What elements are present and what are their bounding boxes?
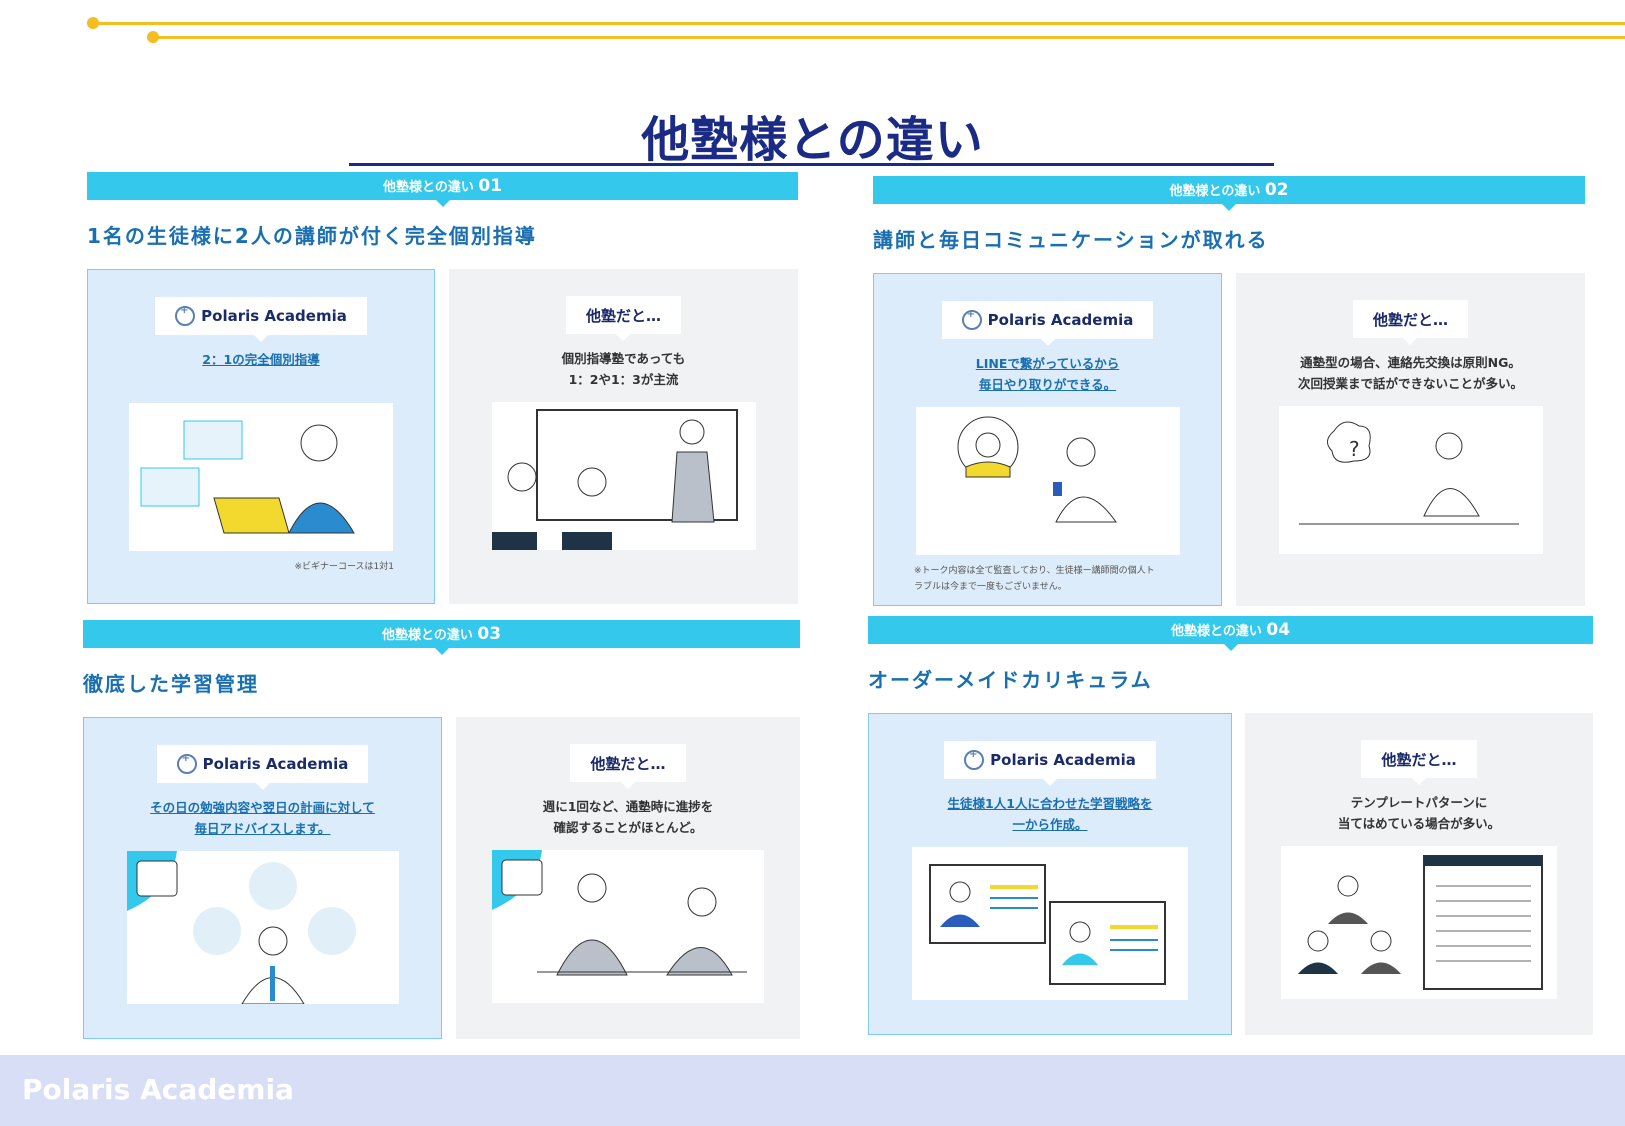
polaris-description-link[interactable]: その日の勉強内容や翌日の計画に対して毎日アドバイスします。 (150, 797, 375, 841)
theirs_desc-line: 1：2や1：3が主流 (568, 372, 679, 387)
polaris-description-link[interactable]: 生徒様1人1人に合わせた学習戦略を一から作成。 (948, 793, 1153, 837)
others-illustration (1281, 846, 1557, 999)
banner-number: 01 (478, 176, 503, 196)
theirs_desc-line: 当てはめている場合が多い。 (1337, 816, 1501, 831)
others-bubble: 他塾だと… (565, 296, 681, 341)
note-line: ※トーク内容は全て監査しており、生徒様ー講師間の個人ト (914, 566, 1155, 576)
section-heading: オーダーメイドカリキュラム (868, 668, 1153, 692)
footer-bar: Polaris Academia (0, 1055, 1625, 1126)
polaris-illustration (129, 403, 393, 551)
banner-number: 03 (477, 624, 502, 644)
footnote: ※トーク内容は全て監査しており、生徒様ー講師間の個人トラブルは今まで一度もござい… (874, 563, 1221, 595)
ours_desc-line: LINEで繋がっているから (975, 356, 1120, 371)
banner-number: 04 (1266, 620, 1291, 640)
section-banner: 他塾様との違い 03 (83, 620, 800, 655)
theirs_desc-line: 確認することがほとんど。 (553, 820, 703, 835)
brand-name: Polaris Academia (201, 307, 347, 325)
brand-bubble: Polaris Academia (944, 741, 1156, 786)
banner-text: 他塾様との違い (382, 180, 474, 195)
polaris-logo-icon (176, 753, 197, 774)
polaris-illustration (126, 851, 399, 1004)
others-bubble: 他塾だと… (570, 744, 686, 789)
polaris-logo-icon (175, 305, 196, 326)
theirs_desc-line: 通塾型の場合、連絡先交換は原則NG。 (1300, 355, 1521, 370)
ours_desc-line: 一から作成。 (1012, 817, 1088, 832)
footer-brand: Polaris Academia (22, 1073, 294, 1106)
polaris-card: Polaris Academia その日の勉強内容や翌日の計画に対して毎日アドバ… (83, 717, 442, 1039)
polaris-description-link[interactable]: 2：1の完全個別指導 (202, 349, 319, 393)
others-bubble: 他塾だと… (1352, 300, 1468, 345)
others-label: 他塾だと… (1381, 750, 1457, 769)
brand-bubble: Polaris Academia (156, 745, 369, 790)
polaris-card: Polaris Academia 2：1の完全個別指導 ※ビギナーコースは1対1 (87, 269, 435, 604)
comparison-section-03: 他塾様との違い 03 徹底した学習管理 Polaris Academia その日… (83, 620, 800, 1039)
ours_desc-line: 毎日アドバイスします。 (194, 821, 331, 836)
decorative-line-top (87, 17, 1625, 29)
others-bubble: 他塾だと… (1361, 740, 1477, 785)
ours_desc-line: 毎日やり取りができる。 (978, 377, 1117, 392)
others-description: 通塾型の場合、連絡先交換は原則NG。次回授業まで話ができないことが多い。 (1298, 352, 1523, 396)
brand-bubble: Polaris Academia (155, 297, 367, 342)
svg-text:?: ? (1349, 437, 1360, 461)
theirs_desc-line: 週に1回など、通塾時に進捗を (542, 799, 714, 814)
banner-text: 他塾様との違い (381, 628, 473, 643)
polaris-logo-icon (961, 309, 982, 330)
comparison-section-01: 他塾様との違い 01 1名の生徒様に2人の講師が付く完全個別指導 Polaris… (87, 172, 798, 604)
section-banner: 他塾様との違い 02 (873, 176, 1585, 211)
polaris-illustration (912, 847, 1188, 1000)
comparison-section-04: 他塾様との違い 04 オーダーメイドカリキュラム Polaris Academi… (868, 616, 1593, 1035)
others-illustration (492, 850, 764, 1003)
section-heading: 1名の生徒様に2人の講師が付く完全個別指導 (87, 224, 537, 248)
brand-name: Polaris Academia (987, 311, 1134, 329)
decorative-line-second (147, 31, 1625, 43)
theirs_desc-line: 個別指導塾であっても (561, 351, 686, 366)
section-heading: 徹底した学習管理 (83, 672, 259, 696)
others-label: 他塾だと… (590, 754, 666, 773)
ours_desc-line: 生徒様1人1人に合わせた学習戦略を (947, 796, 1153, 811)
others-label: 他塾だと… (1372, 310, 1448, 329)
page-title: 他塾様との違い (641, 112, 984, 168)
note-line: ラブルは今まで一度もございません。 (914, 582, 1067, 592)
theirs_desc-line: テンプレートパターンに (1350, 795, 1488, 810)
others-description: 週に1回など、通塾時に進捗を確認することがほとんど。 (543, 796, 714, 840)
other-schools-card: 他塾だと… 週に1回など、通塾時に進捗を確認することがほとんど。 (456, 717, 800, 1039)
others-description: テンプレートパターンに当てはめている場合が多い。 (1338, 792, 1500, 836)
section-heading: 講師と毎日コミュニケーションが取れる (873, 228, 1269, 252)
ours_desc-line: その日の勉強内容や翌日の計画に対して (150, 800, 375, 815)
section-banner: 他塾様との違い 04 (868, 616, 1593, 651)
others-illustration: ? (1278, 406, 1543, 554)
theirs_desc-line: 次回授業まで話ができないことが多い。 (1297, 376, 1523, 391)
title-underline (349, 163, 1274, 166)
others-illustration (491, 402, 756, 550)
brand-name: Polaris Academia (990, 751, 1136, 769)
banner-text: 他塾様との違い (1169, 184, 1261, 199)
other-schools-card: 他塾だと… 個別指導塾であっても 1：2や1：3が主流 (449, 269, 798, 604)
polaris-description-link[interactable]: LINEで繋がっているから毎日やり取りができる。 (976, 353, 1120, 397)
section-banner: 他塾様との違い 01 (87, 172, 798, 207)
others-description: 個別指導塾であっても 1：2や1：3が主流 (562, 348, 686, 392)
others-label: 他塾だと… (585, 306, 661, 325)
polaris-illustration (915, 407, 1180, 555)
polaris-logo-icon (964, 749, 985, 770)
footnote: ※ビギナーコースは1対1 (88, 559, 434, 575)
brand-name: Polaris Academia (202, 755, 349, 773)
note-line: ※ビギナーコースは1対1 (294, 562, 394, 572)
banner-text: 他塾様との違い (1170, 624, 1262, 639)
banner-number: 02 (1264, 180, 1289, 200)
other-schools-card: 他塾だと… テンプレートパターンに当てはめている場合が多い。 (1245, 713, 1593, 1035)
ours_desc-line: 2：1の完全個別指導 (202, 352, 320, 367)
other-schools-card: 他塾だと… 通塾型の場合、連絡先交換は原則NG。次回授業まで話ができないことが多… (1236, 273, 1585, 606)
comparison-section-02: 他塾様との違い 02 講師と毎日コミュニケーションが取れる Polaris Ac… (873, 176, 1585, 606)
polaris-card: Polaris Academia LINEで繋がっているから毎日やり取りができる… (873, 273, 1222, 606)
brand-bubble: Polaris Academia (941, 301, 1154, 346)
